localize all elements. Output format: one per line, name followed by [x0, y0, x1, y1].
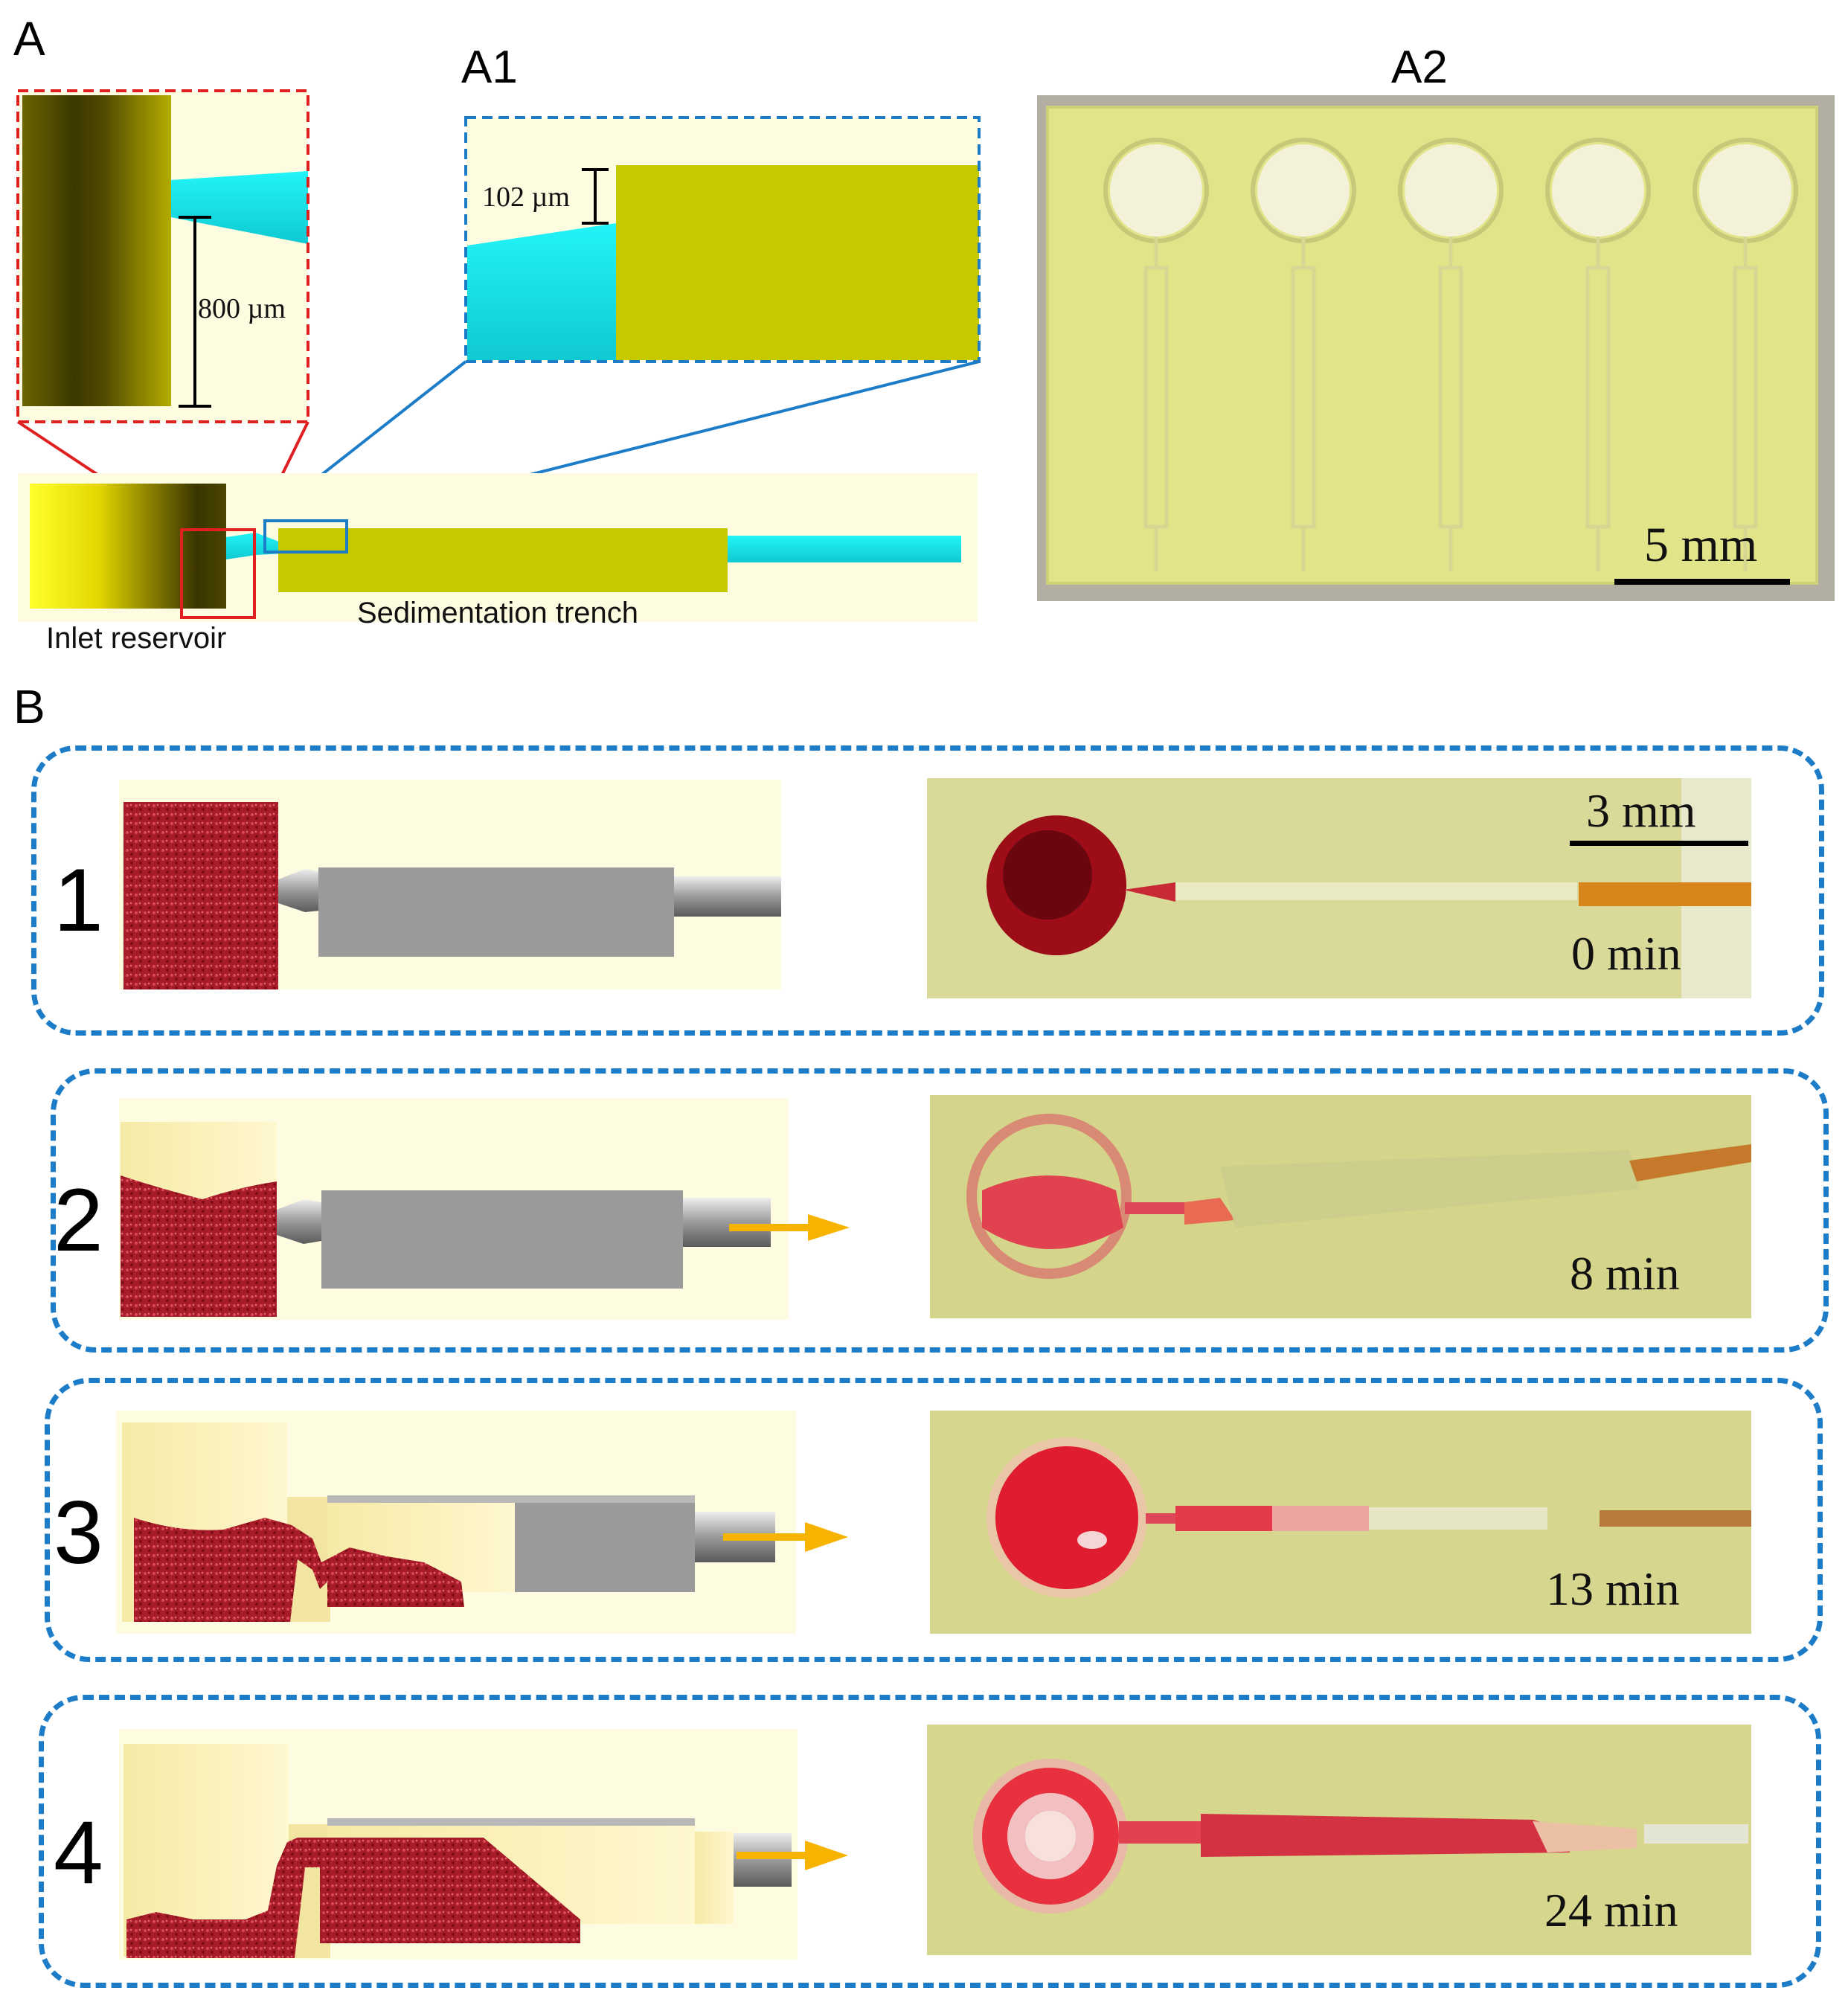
zoom-inset-800 [16, 89, 981, 622]
row-number-4: 4 [54, 1803, 103, 1902]
label-800um: 800 µm [198, 293, 286, 324]
row-box-2 [51, 1068, 1829, 1353]
time-label-13min: 13 min [1546, 1562, 1680, 1615]
panel-a-letter: A [13, 12, 45, 65]
row-box-3 [45, 1378, 1823, 1662]
panel-a2-title: A2 [1391, 42, 1448, 93]
panel-b-letter: B [13, 680, 45, 734]
scale-5mm: 5 mm [1644, 518, 1758, 572]
row-number-2: 2 [54, 1170, 103, 1270]
label-sedimentation-trench: Sedimentation trench [357, 597, 639, 629]
label-102um: 102 µm [482, 182, 570, 213]
row-number-1: 1 [54, 850, 103, 950]
time-label-24min: 24 min [1544, 1884, 1678, 1937]
label-inlet-reservoir: Inlet reservoir [46, 622, 227, 655]
row-box-1 [31, 745, 1824, 1036]
scale-3mm: 3 mm [1586, 784, 1696, 837]
chip-photo-a2 [1037, 95, 1835, 601]
panel-a1-title: A1 [461, 42, 518, 93]
time-label-8min: 8 min [1570, 1247, 1680, 1300]
time-label-0min: 0 min [1571, 927, 1681, 980]
row-box-4 [39, 1695, 1821, 1988]
row-number-3: 3 [54, 1483, 103, 1582]
